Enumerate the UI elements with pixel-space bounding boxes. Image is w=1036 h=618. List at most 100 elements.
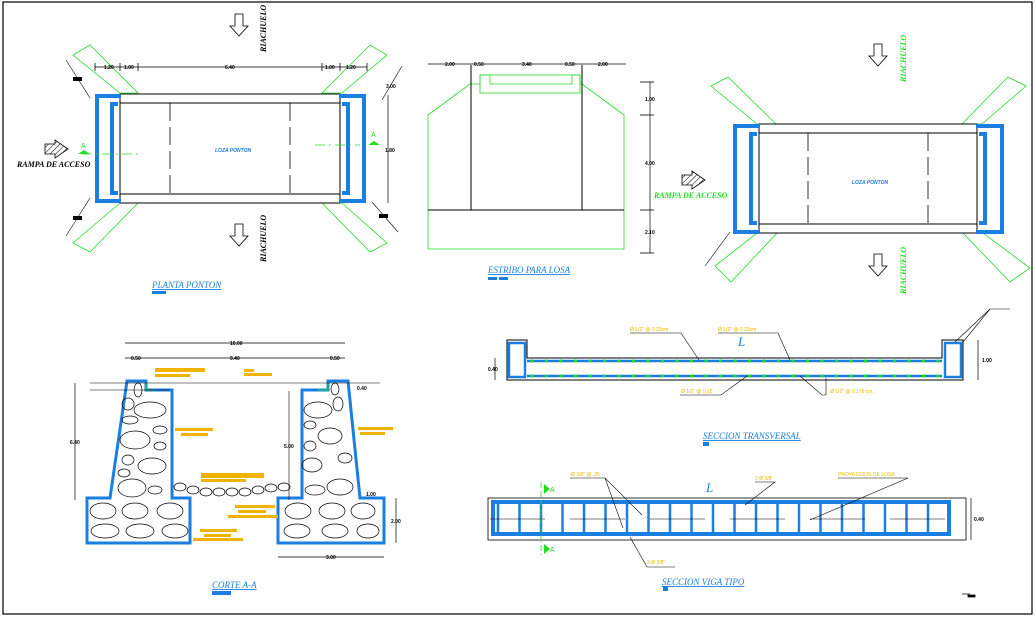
view-title: CORTE A-A — [212, 580, 257, 590]
dim-text: 2.10 — [645, 230, 655, 236]
corte-a-a-view: 10.00 0.50 9.40 0.50 6.40 5.00 0.40 1.00… — [70, 341, 401, 595]
rebar-dot — [559, 359, 563, 363]
rebar-dot — [559, 374, 563, 378]
dim-text: 0.50 — [474, 62, 484, 68]
rebar-dot — [820, 359, 824, 363]
dim-text: 5.00 — [284, 444, 294, 450]
rebar-dot — [646, 359, 650, 363]
rebar-dot — [733, 374, 737, 378]
dim-text: 3.40 — [522, 62, 532, 68]
dim-text: 3.00 — [326, 555, 336, 561]
rebar-dot — [747, 359, 752, 363]
stream-label: RIACHUELO — [259, 215, 268, 263]
rebar-dot — [776, 359, 781, 363]
right-abutment — [339, 94, 366, 203]
section-marker-label: A — [371, 132, 376, 139]
dim-text: 1.20 — [104, 65, 114, 71]
dim-text: 9.40 — [230, 356, 240, 362]
rebar-dot — [834, 374, 839, 378]
dim-text: 0.40 — [488, 367, 498, 373]
rebar-dot — [791, 374, 795, 378]
rebar-dot — [602, 359, 607, 363]
rebar-dot — [544, 359, 549, 363]
rebar-dot — [573, 374, 578, 378]
flow-arrow-icon — [229, 13, 249, 37]
section-marker-label: A — [81, 143, 86, 150]
dim-text: 10.00 — [230, 341, 243, 347]
dim-text: 1.00 — [982, 358, 992, 364]
view-title: PLANTA PONTON — [151, 280, 222, 290]
slab-outline — [119, 93, 341, 204]
rebar-dot — [675, 359, 679, 363]
dim-text: 0.50 — [330, 356, 340, 362]
rebar-label: Ø 3/8" @ .25 — [571, 472, 600, 478]
rebar-dot — [892, 359, 897, 363]
rebar-label: Ø 1/2" @ 0.20cm — [718, 327, 756, 333]
dim-text: 6.40 — [70, 440, 80, 446]
access-arrow-icon — [44, 139, 69, 159]
rebar-dot — [878, 374, 882, 378]
slab-label: LOZA PONTON — [215, 148, 252, 154]
rebar-dot — [733, 359, 737, 363]
left-abutment — [95, 94, 121, 203]
rebar-dot — [617, 359, 621, 363]
access-arrow-icon — [681, 170, 706, 190]
planta-ponton-view: A A 1.20 1.00 6.40 1.00 1.20 1.80 3.00 R… — [16, 5, 403, 294]
section-marker-icon — [78, 150, 90, 154]
rebar-dot — [704, 359, 708, 363]
stream-label: RIACHUELO — [259, 5, 268, 53]
span-label: L — [705, 480, 713, 495]
planta-ponton-view-2: RIACHUELO RIACHUELO RAMPA DE ACCESO LOZA… — [653, 35, 1031, 295]
section-marker-icon — [544, 484, 550, 494]
rebar-dot — [704, 374, 708, 378]
slab-label: LOZA PONTON — [852, 180, 889, 186]
seccion-viga-view: A A L Ø 3/8" @ .25 2 Ø 3/8" PROYECCION D… — [487, 472, 984, 598]
rebar-dot — [718, 359, 723, 363]
rebar-dot — [936, 374, 940, 378]
rebar-dot — [631, 359, 636, 363]
dim-text: 2.00 — [598, 62, 608, 68]
north-mark-icon — [962, 593, 976, 598]
rebar-dot — [878, 359, 882, 363]
section-marker-label: A — [550, 487, 555, 494]
rebar-dot — [892, 374, 897, 378]
rebar-dot — [921, 359, 926, 363]
rebar-dot — [544, 374, 549, 378]
access-ramp-label: RAMPA DE ACCESO — [653, 191, 728, 200]
rebar-dot — [530, 359, 534, 363]
rebar-label: 2 Ø 3/8" — [647, 560, 665, 566]
rebar-dot — [776, 374, 781, 378]
rebar-dot — [675, 374, 679, 378]
stirrups — [496, 503, 930, 533]
view-title: SECCION VIGA TIPO — [662, 577, 745, 587]
flow-arrow-icon — [868, 253, 888, 277]
rebar-dot — [820, 374, 824, 378]
rebar-dot — [631, 374, 636, 378]
rebar-label: 2 Ø 3/8" — [755, 476, 773, 482]
estribo-view: 2.00 0.50 3.40 0.50 2.00 1.00 4.00 2.10 … — [427, 62, 655, 280]
rebar-dots — [530, 359, 940, 378]
rebar-dot — [921, 374, 926, 378]
rebar-dot — [689, 374, 694, 378]
rebar-dot — [747, 374, 752, 378]
view-title: SECCION TRANSVERSAL — [703, 431, 801, 441]
rebar-dot — [660, 374, 665, 378]
rebar-dot — [530, 374, 534, 378]
seccion-transversal-view: L Ø 1/2" @ 0.20cm Ø 1/2" @ 0.20cm Ø 1/2"… — [488, 308, 1010, 446]
rebar-label: Ø 1/2" @ 0.15 — [681, 389, 713, 395]
rebar-dot — [646, 374, 650, 378]
rebar-dot — [573, 359, 578, 363]
rebar-dot — [907, 359, 911, 363]
dim-text: 1.00 — [325, 65, 335, 71]
rebar-dot — [834, 359, 839, 363]
rebar-dot — [907, 374, 911, 378]
dim-text: 3.00 — [386, 84, 396, 90]
rebar-dot — [718, 374, 723, 378]
rebar-dot — [791, 359, 795, 363]
view-title: ESTRIBO PARA LOSA — [487, 265, 571, 275]
rebar-label: Ø 1/2" @ 0.175 cm. — [830, 389, 874, 395]
rebar-dot — [863, 359, 868, 363]
span-label: L — [737, 334, 745, 349]
